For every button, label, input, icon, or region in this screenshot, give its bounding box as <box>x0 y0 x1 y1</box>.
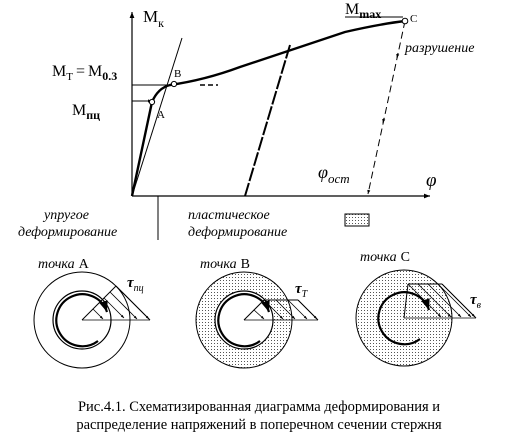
m-t-label: MT=M0.3 <box>52 63 117 83</box>
point-c-marker <box>401 17 409 25</box>
point-a-label: A <box>157 109 165 121</box>
m-max-label: Mmax <box>345 1 381 21</box>
destruction-label: разрушение <box>404 41 474 56</box>
elastic-line <box>131 37 183 197</box>
section-a: τпц <box>33 271 151 369</box>
tau-v-label: τв <box>470 292 482 311</box>
point-b-label: B <box>174 68 181 80</box>
point-a-marker <box>148 98 156 106</box>
caption-line-2: распределение напряжений в поперечном се… <box>76 417 442 433</box>
point-c-label: C <box>410 13 417 25</box>
tau-pc-label: τпц <box>127 275 144 294</box>
elastic-zone-label-2: деформирование <box>18 225 117 240</box>
deformation-curve <box>130 19 406 197</box>
caption-line-1: Рис.4.1. Схематизированная диаграмма деф… <box>77 399 441 415</box>
unloading-dashed-c <box>367 20 406 195</box>
tau-t-label: τT <box>295 281 309 300</box>
plastic-zone-label-2: деформирование <box>188 225 287 240</box>
x-axis-label: φ <box>426 170 437 191</box>
plastic-legend-swatch <box>344 213 370 227</box>
section-c: τв <box>355 269 482 367</box>
elastic-zone-label-1: упругое <box>42 208 89 223</box>
section-b: τT <box>195 271 319 369</box>
m-pc-label: Mпц <box>72 102 100 122</box>
phi-ost-label: φост <box>318 162 350 186</box>
point-b-marker <box>170 80 178 88</box>
unload-arrow-1 <box>396 52 400 59</box>
y-axis-label: Mк <box>143 7 164 30</box>
unload-arrow-2 <box>382 117 386 124</box>
plastic-zone-label-1: пластическое <box>188 208 270 223</box>
figure-caption: Рис.4.1. Схематизированная диаграмма деф… <box>0 398 518 434</box>
unloading-line <box>244 44 291 197</box>
